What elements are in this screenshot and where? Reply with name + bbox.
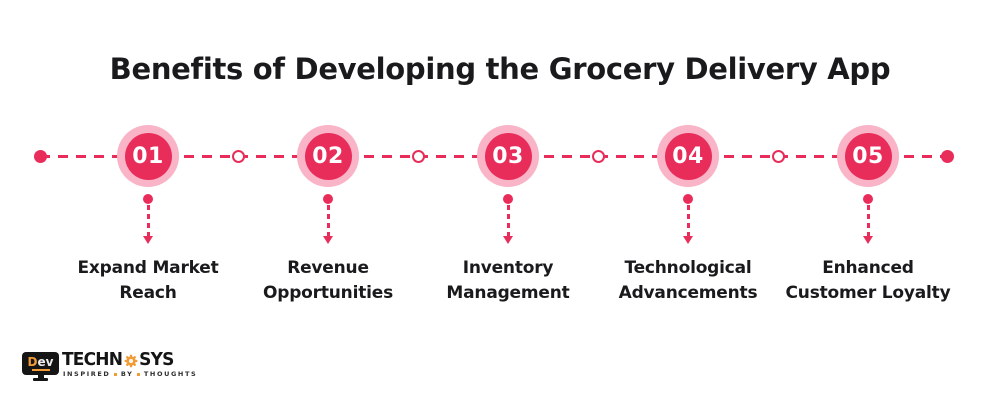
logo-monitor-text-first: D	[27, 354, 38, 369]
step-node-circle: 01	[117, 125, 179, 187]
timeline-end-dot	[941, 150, 954, 163]
timeline-connector-circle	[232, 150, 245, 163]
timeline-connector-circle	[412, 150, 425, 163]
step-label: Technological Advancements	[618, 258, 758, 303]
step-number: 05	[852, 143, 884, 169]
down-arrow-connector	[862, 194, 874, 246]
monitor-icon: Dev	[22, 352, 59, 381]
logo-tagline: INSPIRED BY THOUGHTS	[63, 370, 198, 378]
step-node-circle: 03	[477, 125, 539, 187]
step-number: 04	[672, 143, 704, 169]
step-node-circle: 02	[297, 125, 359, 187]
arrow-down-icon	[323, 236, 333, 244]
step-number: 01	[132, 143, 164, 169]
step-label: Enhanced Customer Loyalty	[785, 258, 951, 303]
step-number: 02	[312, 143, 344, 169]
page-title: Benefits of Developing the Grocery Deliv…	[109, 52, 891, 86]
timeline-connector-circle	[772, 150, 785, 163]
step-node-circle: 05	[837, 125, 899, 187]
timeline-start-dot	[34, 150, 47, 163]
arrow-down-icon	[683, 236, 693, 244]
timeline-connector-circle	[592, 150, 605, 163]
step-number: 03	[492, 143, 524, 169]
step-node-circle: 04	[657, 125, 719, 187]
logo-monitor-text-rest: ev	[37, 354, 54, 369]
devtechnosys-logo: Dev TECHN SYS	[22, 349, 198, 381]
logo-wordmark: TECHN SYS	[62, 349, 197, 371]
step-label: Expand Market Reach	[77, 258, 219, 303]
arrow-down-icon	[863, 236, 873, 244]
down-arrow-connector	[682, 194, 694, 246]
step-label: Inventory Management	[446, 258, 570, 303]
logo-text-techn: TECHN	[62, 349, 123, 371]
down-arrow-connector	[142, 194, 154, 246]
down-arrow-connector	[322, 194, 334, 246]
gear-icon	[124, 354, 138, 367]
down-arrow-connector	[502, 194, 514, 246]
logo-text-sys: SYS	[139, 349, 174, 371]
arrow-down-icon	[143, 236, 153, 244]
step-label: Revenue Opportunities	[262, 258, 393, 303]
arrow-down-icon	[503, 236, 513, 244]
